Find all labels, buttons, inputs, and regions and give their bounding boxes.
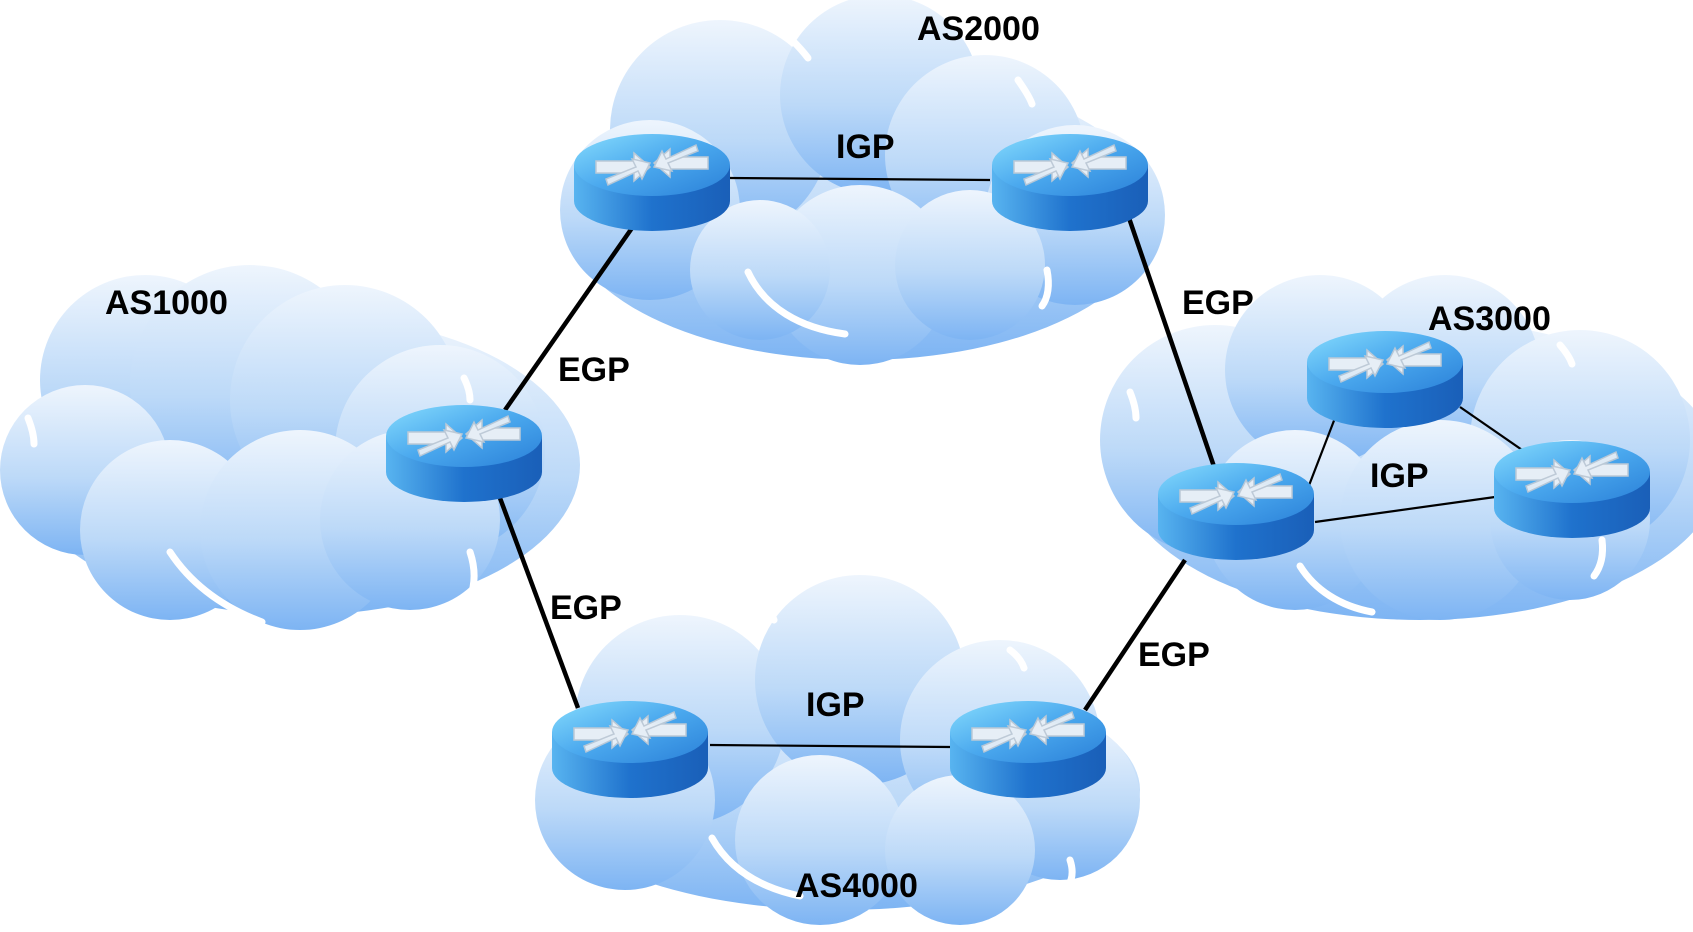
cloud-as1000 [0,265,580,630]
egp-label-as1000-as2000: EGP [558,351,630,389]
egp-as4000-as3000-link [1083,558,1187,712]
igp-as3000-link-b [1306,417,1337,489]
egp-as2000-as3000-link [1125,214,1225,491]
igp-as2000-link [729,176,991,182]
egp-as1000-as2000-link [503,226,634,412]
igp-as3000-link-a [1314,495,1496,524]
as2000-label: AS2000 [917,10,1040,48]
egp-label-as1000-as4000: EGP [550,589,622,627]
router-icon-as2000-r2 [991,133,1149,232]
as4000-label: AS4000 [795,867,918,905]
igp-label-as2000: IGP [836,128,895,166]
labels: AS1000 AS2000 AS3000 AS4000 EGP EGP EGP … [105,10,1551,905]
router-icon-as4000-r1 [551,700,709,799]
router-icon-as1000-r1 [385,404,543,503]
router-icon-as3000-r3 [1493,440,1651,539]
igp-label-as3000: IGP [1370,457,1429,495]
router-icon-as4000-r2 [949,700,1107,799]
egp-as1000-as4000-link [497,497,581,709]
igp-as3000-link-c [1459,406,1526,453]
router-icon-as3000-r1 [1157,462,1315,561]
igp-as4000-link [709,743,951,749]
egp-label-as2000-as3000: EGP [1182,284,1254,322]
igp-label-as4000: IGP [806,686,865,724]
as3000-label: AS3000 [1428,300,1551,338]
egp-label-as4000-as3000: EGP [1138,636,1210,674]
router-icon-as2000-r1 [573,133,731,232]
router-icon-as3000-r2 [1306,330,1464,429]
as1000-label: AS1000 [105,284,228,322]
links [497,176,1526,749]
